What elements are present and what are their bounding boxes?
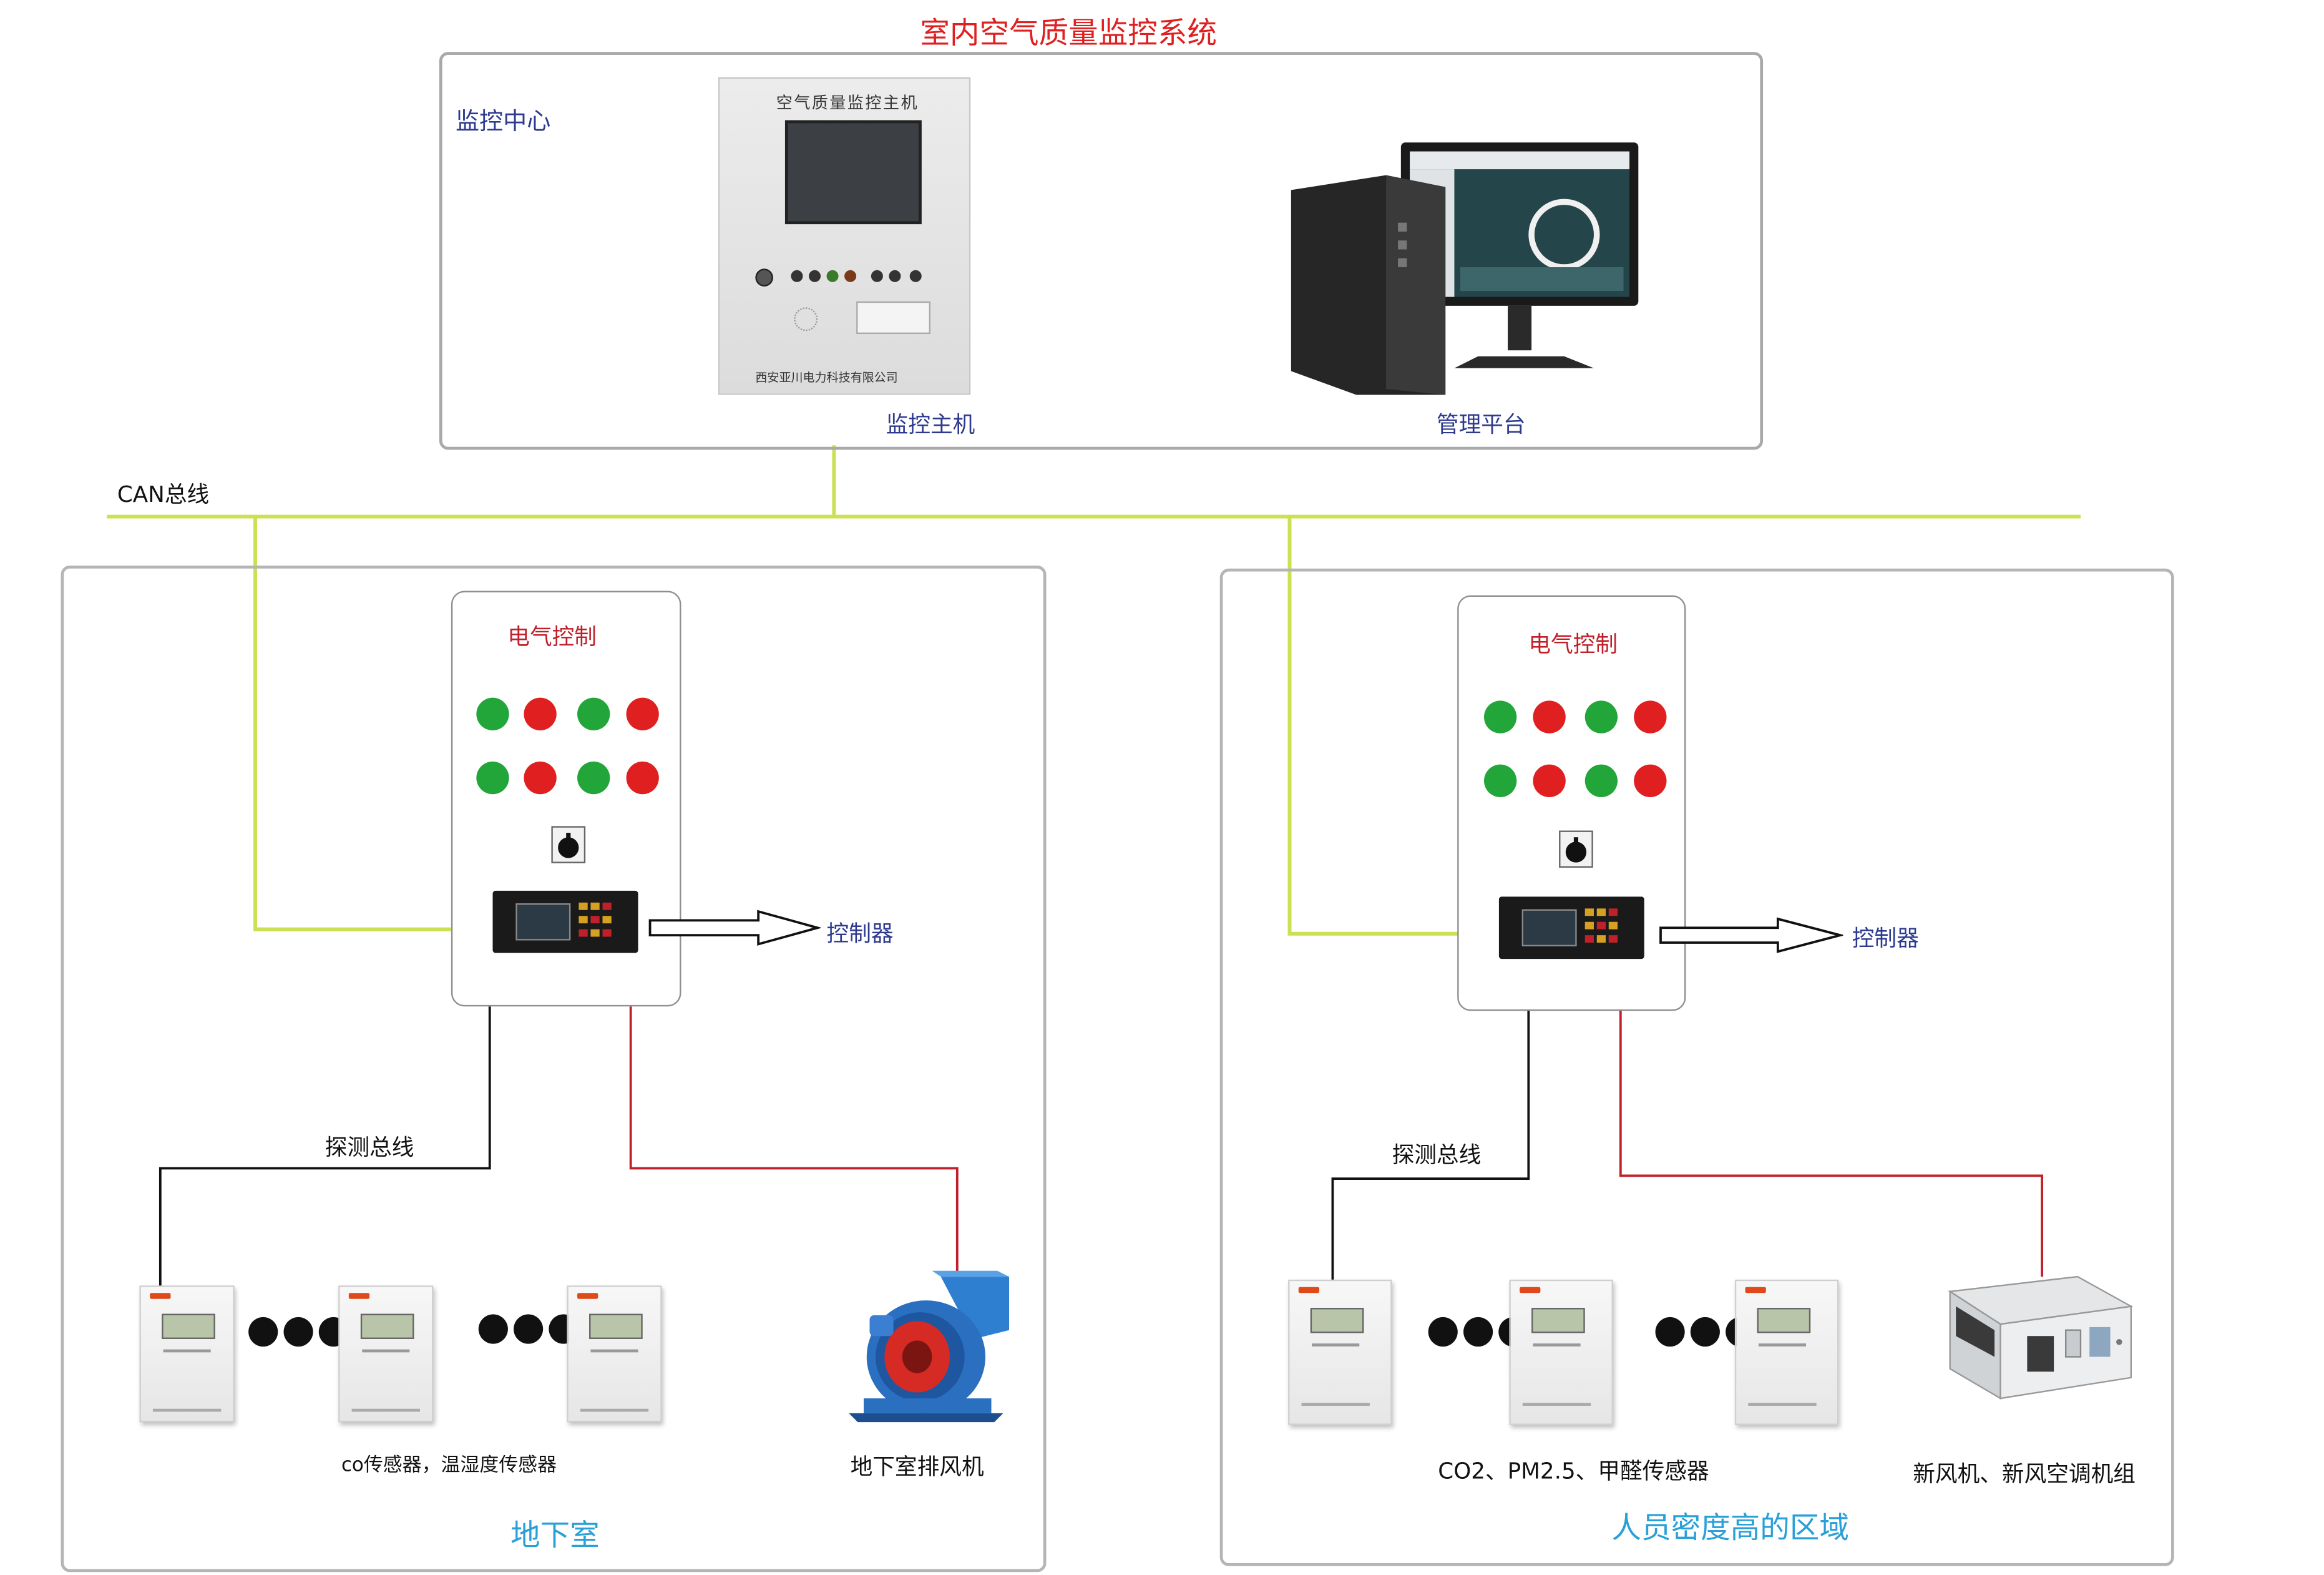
right-sensors-caption: CO2、PM2.5、甲醛传感器 bbox=[1438, 1458, 1709, 1484]
right-controller-label: 控制器 bbox=[1852, 925, 1919, 952]
host-key-switch bbox=[755, 268, 773, 287]
monitor-center-frame bbox=[439, 52, 1764, 450]
controller-unit-icon bbox=[1498, 896, 1644, 959]
indicator-light-green bbox=[1484, 764, 1517, 797]
host-indicator-row bbox=[791, 270, 927, 282]
host-screen bbox=[784, 120, 922, 225]
detect-bus-right bbox=[1331, 1009, 1530, 1280]
indicator-light-red bbox=[626, 761, 659, 795]
signal-line-left bbox=[629, 1006, 959, 1277]
sensor-device-icon bbox=[1509, 1279, 1613, 1425]
host-panel-title: 空气质量监控主机 bbox=[776, 93, 919, 113]
left-cabinet-title: 电气控制 bbox=[507, 623, 597, 650]
indicator-light-red bbox=[1533, 764, 1566, 797]
indicator-light-green bbox=[1584, 700, 1618, 734]
detect-bus-left bbox=[159, 1006, 491, 1286]
sensor-device-icon bbox=[1734, 1279, 1839, 1425]
left-dots-2: ●●● bbox=[476, 1305, 582, 1350]
host-speaker bbox=[794, 307, 818, 331]
indicator-light-green bbox=[577, 761, 610, 795]
can-bus bbox=[107, 445, 2081, 936]
indicator-light-green bbox=[577, 697, 610, 730]
can-bus-label: CAN总线 bbox=[117, 481, 210, 508]
signal-line-right bbox=[1619, 1009, 2044, 1277]
centrifugal-fan-icon bbox=[849, 1270, 1010, 1423]
left-zone-frame bbox=[61, 566, 1047, 1573]
indicator-light-red bbox=[1533, 700, 1566, 734]
right-device-caption: 新风机、新风空调机组 bbox=[1913, 1460, 2136, 1488]
arrow-right-icon bbox=[648, 910, 821, 946]
right-zone-frame bbox=[1219, 568, 2174, 1566]
host-printer-slot bbox=[856, 301, 931, 335]
right-detect-bus-label: 探测总线 bbox=[1392, 1141, 1482, 1169]
indicator-light-green bbox=[1484, 700, 1517, 734]
left-zone-title: 地下室 bbox=[510, 1517, 600, 1553]
left-controller-label: 控制器 bbox=[826, 920, 894, 948]
indicator-light-red bbox=[1634, 700, 1667, 734]
sensor-device-icon bbox=[1288, 1279, 1392, 1425]
sensor-device-icon bbox=[139, 1285, 235, 1423]
arrow-right-icon bbox=[1659, 917, 1843, 953]
indicator-light-red bbox=[1634, 764, 1667, 797]
indicator-light-green bbox=[476, 761, 509, 795]
indicator-light-green bbox=[1584, 764, 1618, 797]
indicator-light-red bbox=[626, 697, 659, 730]
right-cabinet-title: 电气控制 bbox=[1528, 630, 1618, 658]
right-zone-title: 人员密度高的区域 bbox=[1611, 1509, 1849, 1546]
air-handling-unit-icon bbox=[1948, 1275, 2134, 1400]
left-detect-bus-label: 探测总线 bbox=[325, 1134, 414, 1161]
diagram-title: 室内空气质量监控系统 bbox=[920, 14, 1217, 51]
host-caption: 监控主机 bbox=[886, 411, 975, 438]
indicator-light-green bbox=[476, 697, 509, 730]
desktop-computer-icon bbox=[1291, 142, 1639, 395]
monitor-center-label: 监控中心 bbox=[456, 107, 551, 135]
indicator-light-red bbox=[524, 761, 557, 795]
sensor-device-icon bbox=[567, 1285, 662, 1423]
controller-unit-icon bbox=[492, 890, 638, 953]
left-device-caption: 地下室排风机 bbox=[850, 1453, 984, 1480]
indicator-light-red bbox=[524, 697, 557, 730]
rotary-switch-icon bbox=[551, 826, 586, 863]
platform-caption: 管理平台 bbox=[1436, 411, 1526, 438]
sensor-device-icon bbox=[338, 1285, 434, 1423]
rotary-switch-icon bbox=[1559, 830, 1593, 868]
monitor-host-cabinet: 空气质量监控主机 西安亚川电力科技有限公司 bbox=[718, 77, 971, 395]
left-sensors-caption: co传感器，温湿度传感器 bbox=[341, 1455, 557, 1478]
host-panel-maker: 西安亚川电力科技有限公司 bbox=[755, 371, 898, 385]
left-dots-1: ●●● bbox=[246, 1308, 352, 1353]
